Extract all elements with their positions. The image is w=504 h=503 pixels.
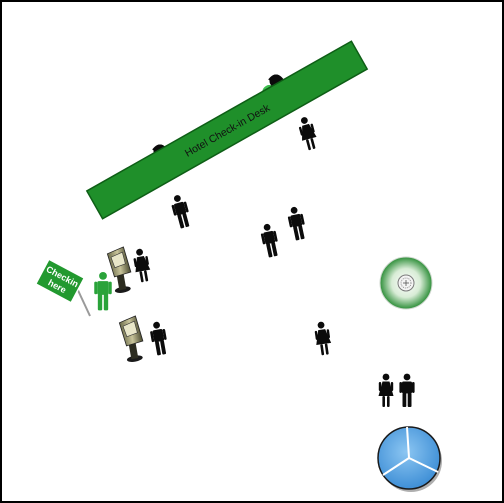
wall-clock-icon bbox=[380, 257, 432, 309]
